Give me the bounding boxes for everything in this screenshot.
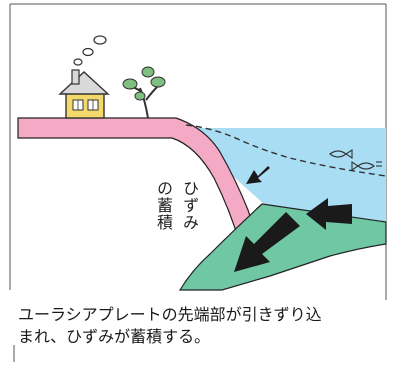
oceanic-plate <box>178 203 387 291</box>
arrow-icon <box>234 166 352 272</box>
figure-caption: ユーラシアプレートの先端部が引きずり込 まれ、ひずみが蓄積する。 <box>18 304 390 348</box>
strain-label-col2: の蓄積 <box>154 180 173 231</box>
caption-line-2: まれ、ひずみが蓄積する。 <box>18 327 211 346</box>
smoke-icon <box>73 35 107 66</box>
strain-label-col1: ひずみ <box>180 180 199 231</box>
house-icon <box>58 69 110 119</box>
tree-icon <box>122 66 166 119</box>
fish-icon <box>329 148 382 172</box>
caption-line-1: ユーラシアプレートの先端部が引きずり込 <box>18 305 322 324</box>
plate-boundary-dashed <box>185 124 387 177</box>
